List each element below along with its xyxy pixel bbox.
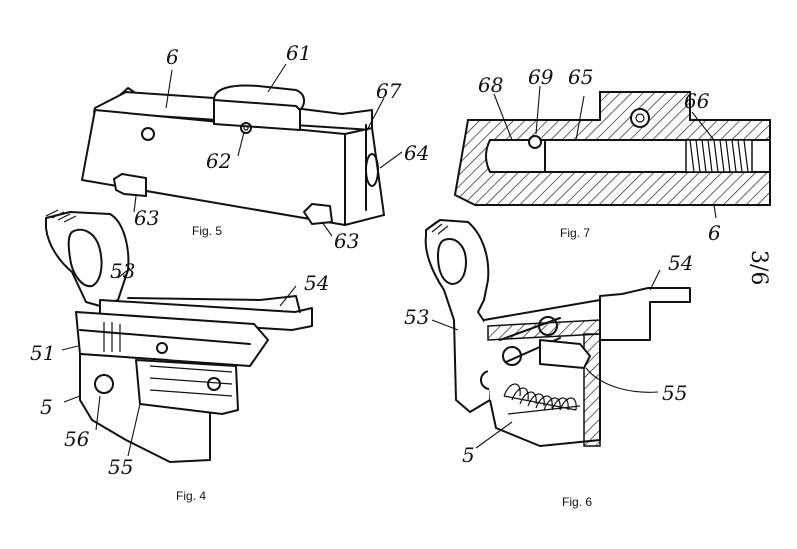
fig4-label-55: 55 [108, 455, 133, 479]
fig6-caption: Fig. 6 [562, 495, 592, 509]
fig5-label-67: 67 [376, 79, 402, 103]
fig5-label-61: 61 [286, 41, 311, 65]
fig4-caption: Fig. 4 [176, 489, 206, 503]
fig6-label-5: 5 [462, 443, 475, 467]
fig5-label-64: 64 [404, 141, 429, 165]
figure-4: 53 54 51 5 56 55 Fig. 4 [30, 210, 329, 503]
fig4-label-54: 54 [304, 271, 329, 295]
fig4-label-56: 56 [64, 427, 90, 451]
fig5-label-6: 6 [166, 45, 179, 69]
fig7-caption: Fig. 7 [560, 226, 590, 240]
fig7-label-65: 65 [568, 65, 593, 89]
fig4-label-5: 5 [40, 395, 53, 419]
fig6-label-55: 55 [662, 381, 687, 405]
fig5-label-63b: 63 [334, 229, 359, 253]
fig7-label-69: 69 [528, 65, 554, 89]
fig4-label-53: 53 [110, 259, 135, 283]
fig5-label-62: 62 [206, 149, 231, 173]
fig6-label-54: 54 [668, 251, 693, 275]
figure-6: 54 53 55 5 Fig. 6 [404, 220, 693, 509]
figure-7: 68 69 65 66 6 Fig. 7 [455, 65, 770, 245]
fig7-label-66: 66 [684, 89, 710, 113]
fig7-spring [686, 140, 752, 172]
fig5-label-63a: 63 [134, 206, 159, 230]
fig7-label-68: 68 [478, 73, 503, 97]
fig4-label-51: 51 [30, 341, 55, 365]
sheet-number: 3/6 [746, 250, 771, 285]
fig7-label-6: 6 [708, 221, 721, 245]
fig5-caption: Fig. 5 [192, 224, 222, 238]
fig6-label-53: 53 [404, 305, 429, 329]
figure-5: 6 61 62 63 63 64 67 Fig. 5 [82, 41, 429, 253]
